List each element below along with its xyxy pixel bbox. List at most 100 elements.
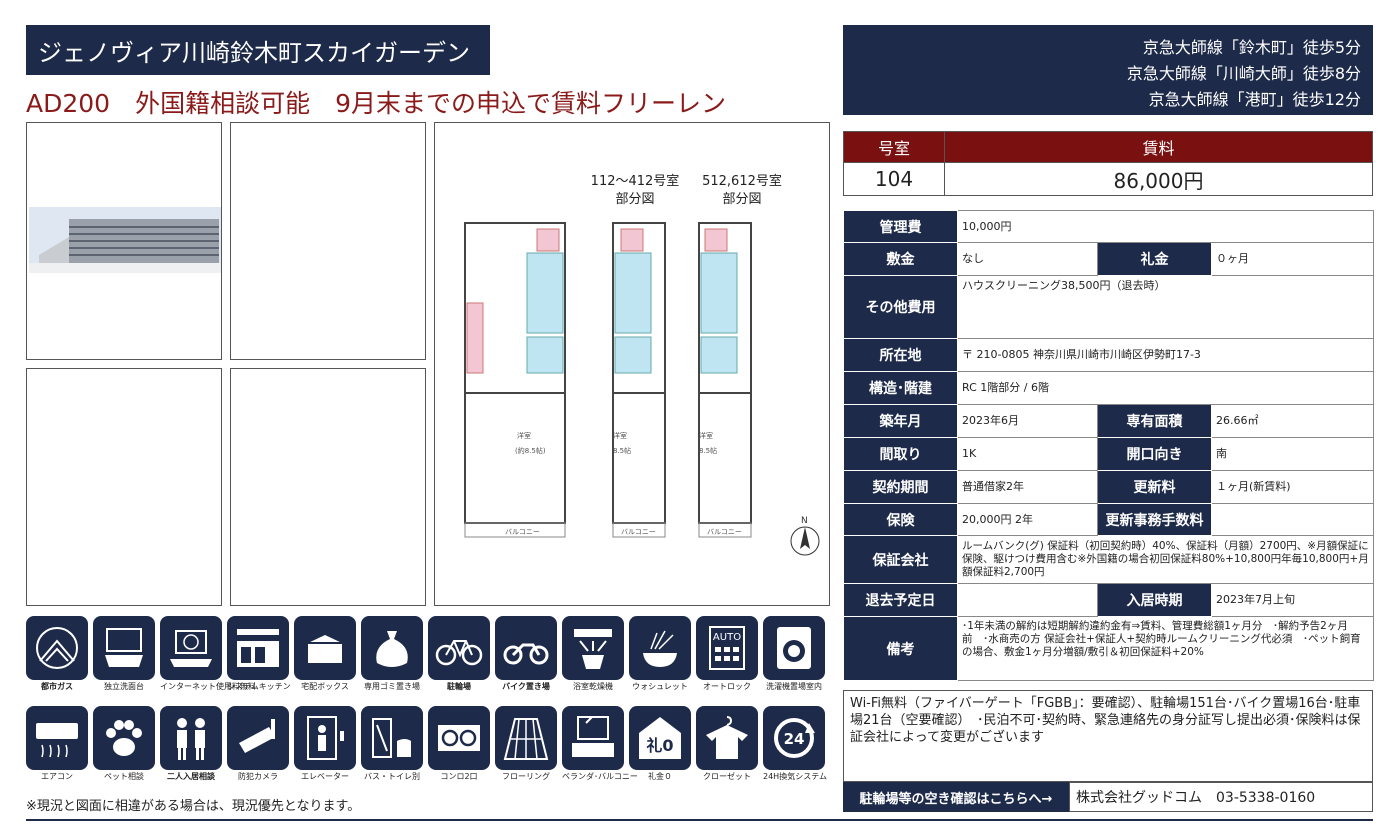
amenity-washlet: ウォシュレット — [629, 616, 691, 692]
amenity-label: 都市ガス — [41, 682, 73, 691]
washlet-icon — [643, 630, 677, 667]
renewal-label: 更新料 — [1097, 470, 1212, 504]
disclaimer: ※現況と図面に相違がある場合は、現況優先となります。 — [26, 799, 361, 814]
layout-label: 間取り — [843, 437, 958, 471]
movein-value: 2023年7月上旬 — [1211, 583, 1374, 617]
structure-label: 構造･階建 — [843, 371, 958, 405]
layout-value: 1K — [957, 437, 1098, 471]
zero-key-money-icon: 礼0 — [639, 717, 681, 759]
floorplan-label-a-partial: 部分図 — [615, 192, 655, 207]
amenity-ventilation: 24 24H換気システム — [763, 706, 827, 782]
laptop-icon — [170, 630, 212, 667]
amenity-label: 宅配ボックス — [301, 682, 349, 691]
amenity-zero-key-money: 礼0 礼金０ — [629, 706, 691, 782]
amenity-label: エアコン — [41, 772, 73, 781]
flooring-icon — [503, 718, 549, 760]
mgmt-fee-value: 10,000円 — [957, 210, 1374, 243]
renewal-admin-label: 更新事務手数料 — [1097, 503, 1212, 536]
amenity-label: オートロック — [703, 682, 751, 691]
amenity-stove: コンロ2口 — [428, 706, 490, 782]
gas-icon — [36, 627, 78, 669]
amenity-autolock: AUTO オートロック — [696, 616, 758, 692]
svg-text:バルコニー: バルコニー — [621, 528, 656, 536]
key-money-label: 礼金 — [1097, 242, 1212, 276]
amenity-label: 24H換気システム — [763, 772, 827, 781]
renewal-value: １ヶ月(新賃料) — [1211, 470, 1374, 504]
bath-toilet-icon — [372, 718, 411, 758]
vanity-icon — [105, 628, 143, 667]
floorplan-label-b-partial: 部分図 — [722, 192, 762, 207]
rent-header: 賃料 — [944, 131, 1373, 163]
svg-text:8.5帖: 8.5帖 — [613, 446, 631, 455]
amenity-label: ペット相談 — [104, 772, 144, 781]
svg-text:(約8.5帖): (約8.5帖) — [515, 446, 546, 455]
amenity-label: 防犯カメラ — [238, 772, 278, 781]
washing-machine-icon — [777, 627, 811, 669]
amenity-label: 独立洗面台 — [104, 682, 144, 691]
mgmt-fee-label: 管理費 — [843, 210, 958, 243]
detail-table: 管理費 10,000円 敷金 なし 礼金 ０ヶ月 その他費用 ハウスクリーニング… — [843, 210, 1374, 681]
stove-icon — [438, 725, 480, 751]
garbage-bag-icon — [376, 631, 408, 667]
amenity-label: バス・トイレ別 — [364, 772, 420, 781]
amenity-balcony: ベランダ･バルコニー — [562, 706, 638, 782]
elevator-icon — [307, 716, 344, 760]
facing-value: 南 — [1211, 437, 1374, 471]
paw-icon — [106, 720, 142, 756]
room-header: 号室 — [843, 131, 945, 163]
amenity-elevator: エレベーター — [294, 706, 356, 782]
insurance-label: 保険 — [843, 503, 958, 536]
station-line-2: 京急大師線「川崎大師」徒歩8分 — [1126, 64, 1361, 83]
built-value: 2023年6月 — [957, 404, 1098, 438]
amenity-label: バイク置き場 — [502, 682, 550, 691]
station-access: 京急大師線「鈴木町」徒歩5分 京急大師線「川崎大師」徒歩8分 京急大師線「港町」… — [843, 25, 1373, 115]
amenity-label: インターネット使用料無料 — [160, 682, 256, 691]
guarantor-label: 保証会社 — [843, 535, 958, 584]
building-photo — [29, 207, 221, 273]
svg-text:洋室: 洋室 — [699, 431, 713, 440]
amenity-motorbike: バイク置き場 — [495, 616, 557, 692]
remarks-value: ･1年未満の解約は短期解約違約金有⇒賃料、管理費総額1ヶ月分 ･解約予告2ヶ月前… — [957, 616, 1374, 681]
floorplan-label-a-rooms: 112～412号室 — [590, 174, 680, 189]
bottom-rule — [26, 819, 1373, 821]
amenity-flooring: フローリング — [495, 706, 557, 782]
amenity-washing-machine: 洗濯機置場室内 — [763, 616, 825, 692]
svg-text:洋室: 洋室 — [517, 431, 531, 440]
ventilation-text: 24 — [784, 730, 805, 748]
remarks-label: 備考 — [843, 616, 958, 681]
room-rent-table: 号室 賃料 104 86,000円 — [843, 131, 1373, 196]
amenity-garbage: 専用ゴミ置き場 — [361, 616, 423, 692]
amenity-kitchen: システムキッチン — [227, 616, 291, 692]
renewal-admin-value — [1211, 503, 1374, 536]
amenity-label: 二人入居相談 — [167, 772, 215, 781]
key-money-value: ０ヶ月 — [1211, 242, 1374, 276]
amenity-bath-toilet: バス・トイレ別 — [361, 706, 423, 782]
amenity-label: ベランダ･バルコニー — [562, 772, 638, 781]
moveout-value — [957, 583, 1098, 617]
facing-label: 開口向き — [1097, 437, 1212, 471]
amenity-aircon: エアコン — [26, 706, 88, 782]
deposit-value: なし — [957, 242, 1098, 276]
rent-value: 86,000円 — [944, 162, 1373, 196]
amenity-label: フローリング — [502, 772, 550, 781]
contract-label: 契約期間 — [843, 470, 958, 504]
amenity-label: コンロ2口 — [440, 772, 478, 781]
amenity-city-gas: 都市ガス — [26, 616, 88, 692]
amenity-label: 洗濯機置場室内 — [766, 682, 822, 691]
amenity-label: システムキッチン — [227, 682, 291, 691]
svg-text:8.5帖: 8.5帖 — [699, 446, 717, 455]
station-line-1: 京急大師線「鈴木町」徒歩5分 — [1142, 38, 1361, 57]
security-camera-icon — [239, 719, 275, 753]
amenity-label: 専用ゴミ置き場 — [364, 682, 420, 691]
amenity-closet: クローゼット — [696, 706, 758, 782]
delivery-box-icon — [308, 635, 342, 663]
amenity-pet: ペット相談 — [93, 706, 155, 782]
photo-frame-3 — [26, 368, 222, 606]
guarantor-value: ルームバンク(グ) 保証料（初回契約時）40%、保証料（月額）2700円、※月額… — [957, 535, 1374, 584]
ad-banner: AD200 外国籍相談可能 9月末までの申込で賃料フリーレン — [26, 89, 726, 118]
address-value: 〒 210-0805 神奈川県川崎市川崎区伊勢町17-3 — [957, 338, 1374, 372]
amenity-bicycle: 駐輪場 — [428, 616, 490, 692]
photo-frame-2 — [230, 122, 426, 360]
built-label: 築年月 — [843, 404, 958, 438]
amenity-two-people: 二人入居相談 — [160, 706, 222, 782]
